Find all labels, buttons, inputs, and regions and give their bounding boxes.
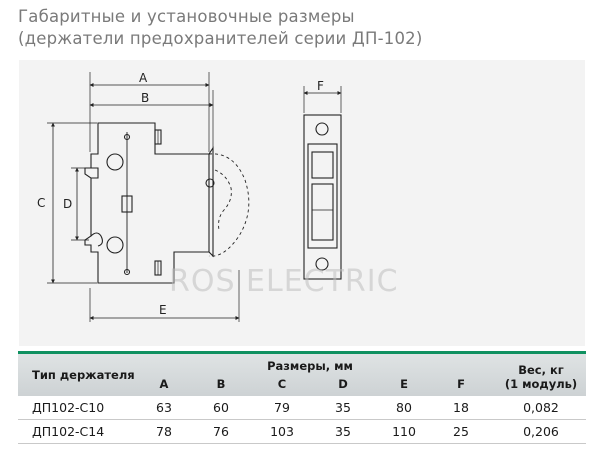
dim-label-d: D (63, 197, 72, 211)
header-weight-line1: Вес, кг (518, 363, 564, 377)
header-col-d: D (338, 377, 348, 391)
watermark: ROS ELECTRIC (169, 264, 399, 299)
header-col-b: B (216, 377, 226, 391)
dim-label-a: A (139, 71, 148, 85)
row-value-e: 110 (392, 424, 416, 439)
row-value-f: 18 (453, 400, 469, 415)
row-weight: 0,206 (523, 424, 559, 439)
title-line-2: (держатели предохранителей серии ДП-102) (18, 29, 423, 48)
row-value-d: 35 (335, 400, 351, 415)
drawing-svg: A B C D E F (37, 71, 342, 322)
dimension-drawing: A B C D E F ROS ELECTRIC (19, 60, 585, 346)
row-value-a: 63 (156, 400, 172, 415)
row-type: ДП102-С10 (32, 400, 105, 415)
dim-label-b: B (141, 91, 149, 105)
header-col-f: F (457, 377, 465, 391)
table-row: ДП102-С10 63 60 79 35 80 18 0,082 (18, 396, 586, 420)
table-header: Тип держателя Размеры, мм A B C D E F Ве… (18, 351, 586, 396)
row-type: ДП102-С14 (32, 424, 105, 439)
row-value-e: 80 (396, 400, 412, 415)
row-value-f: 25 (453, 424, 469, 439)
dimensions-table: Тип держателя Размеры, мм A B C D E F Ве… (18, 351, 586, 444)
holder-front-outline (303, 114, 342, 280)
page-title: Габаритные и установочные размеры (держа… (18, 6, 588, 50)
row-weight: 0,082 (523, 400, 559, 415)
dim-label-e: E (159, 303, 167, 317)
header-dimensions: Размеры, мм (267, 359, 353, 373)
row-value-d: 35 (335, 424, 351, 439)
row-value-a: 78 (156, 424, 172, 439)
header-weight-line2: (1 модуль) (504, 377, 578, 391)
header-col-e: E (400, 377, 408, 391)
dim-label-c: C (37, 196, 45, 210)
header-col-c: C (277, 377, 287, 391)
dim-label-f: F (317, 79, 324, 93)
row-value-b: 60 (213, 400, 229, 415)
row-value-b: 76 (213, 424, 229, 439)
table-row: ДП102-С14 78 76 103 35 110 25 0,206 (18, 420, 586, 444)
holder-side-outline (84, 122, 210, 284)
row-value-c: 79 (274, 400, 290, 415)
row-value-c: 103 (270, 424, 294, 439)
header-holder-type: Тип держателя (32, 368, 135, 382)
title-line-1: Габаритные и установочные размеры (18, 7, 355, 26)
header-col-a: A (159, 377, 169, 391)
